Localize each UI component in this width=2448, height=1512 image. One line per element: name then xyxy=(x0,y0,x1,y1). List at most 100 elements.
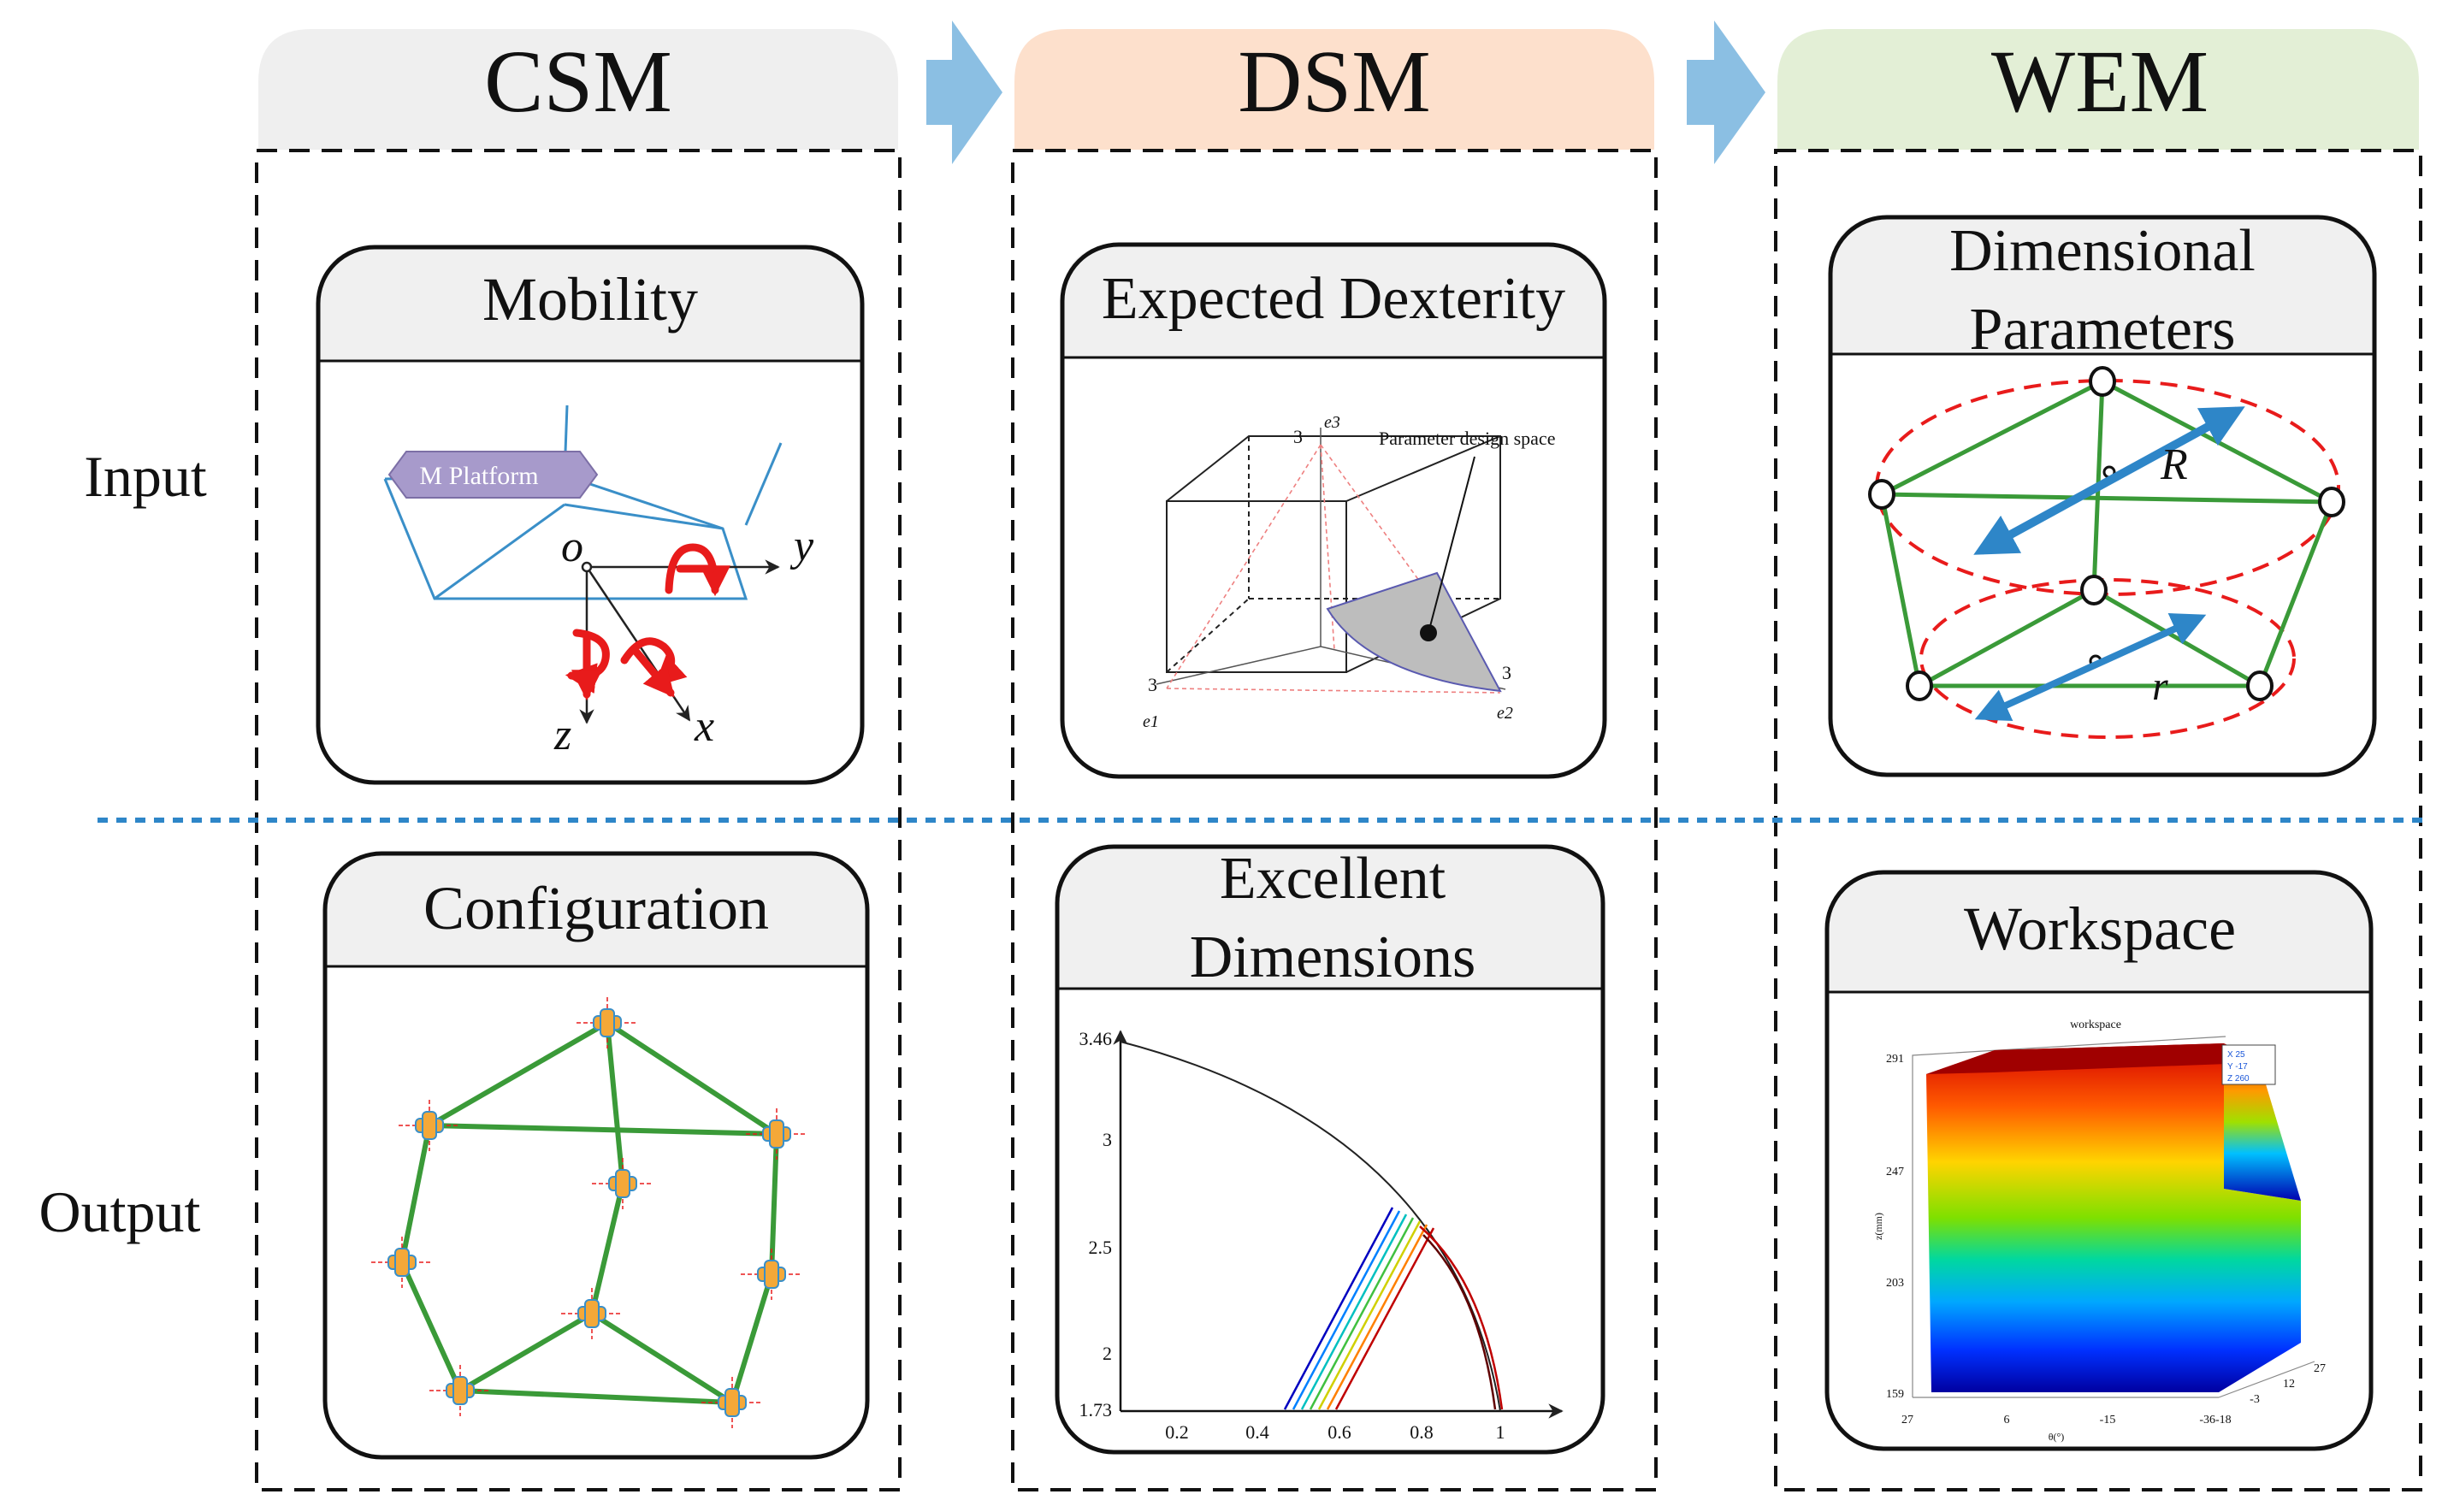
x-tick-neg3: -3 xyxy=(2250,1393,2260,1406)
m-platform-label: M Platform xyxy=(419,462,538,490)
rotation-arrows xyxy=(565,543,730,701)
card-border xyxy=(322,851,870,1460)
stage-header-dsm: DSM xyxy=(1014,29,1654,150)
y-tick-3-46: 3.46 xyxy=(1079,1028,1113,1049)
plot-title: workspace xyxy=(2070,1019,2121,1031)
stage-header-bg xyxy=(258,29,898,150)
label-R: R xyxy=(2160,440,2188,489)
card-expected-dexterity: Expected Dexterity Parameter design spac… xyxy=(1060,242,1607,779)
card-mobility: Mobility M Platform o y z x xyxy=(316,245,865,785)
stage-title-wem: WEM xyxy=(1991,32,2209,131)
x-tick-0-2: 0.2 xyxy=(1165,1421,1189,1443)
stage-header-bg xyxy=(1777,29,2419,150)
datatip-box xyxy=(2221,1044,2276,1085)
card-configuration: Configuration xyxy=(322,851,870,1460)
card-border xyxy=(1824,870,2374,1451)
parameter-design-space-region xyxy=(1326,571,1502,693)
axis-label-x: x xyxy=(694,702,714,751)
y-tick-3: 3 xyxy=(1103,1129,1112,1150)
stage-title-csm: CSM xyxy=(484,32,672,131)
flow-arrow-dsm-to-wem xyxy=(1687,21,1765,164)
radius-r-arrow xyxy=(1974,612,2207,722)
card-header xyxy=(1057,847,1603,989)
contour-bands xyxy=(1283,1207,1504,1410)
stage-header-bg xyxy=(1014,29,1654,150)
stage-title-dsm: DSM xyxy=(1238,32,1430,131)
card-title: Expected Dexterity xyxy=(1102,266,1565,332)
lower-circle xyxy=(1919,578,2296,739)
x-tick-1: 1 xyxy=(1496,1421,1505,1443)
x-axis-label: θ(°) xyxy=(2049,1431,2065,1443)
annotation-parameter-design-space: Parameter design space xyxy=(1379,428,1555,449)
workspace-volume-top xyxy=(1926,1043,2227,1074)
y-tick-1-73: 1.73 xyxy=(1079,1399,1113,1420)
coordinate-axes xyxy=(579,559,780,724)
tick-e1: 3 xyxy=(1148,674,1157,695)
column-frame-dsm xyxy=(1011,149,1658,1491)
stage-header-wem: WEM xyxy=(1777,29,2419,150)
boundary-curve xyxy=(1120,1041,1501,1412)
card-title-line1: Excellent xyxy=(1220,846,1446,912)
workspace-plot-axes xyxy=(1912,1036,2315,1398)
card-title-line2: Dimensions xyxy=(1190,924,1475,990)
stage-header-csm: CSM xyxy=(258,29,898,150)
workspace-volume-front xyxy=(1926,1043,2301,1392)
configuration-joints xyxy=(371,997,807,1428)
x-tick-neg36-18: -36-18 xyxy=(2199,1414,2231,1426)
z-tick-159: 159 xyxy=(1886,1388,1904,1401)
tick-e3: 3 xyxy=(1293,426,1303,447)
card-dimensional-parameters: Dimensional Parameters R r xyxy=(1828,215,2377,777)
flow-arrow-csm-to-dsm xyxy=(926,21,1002,164)
x-tick-0-6: 0.6 xyxy=(1327,1421,1351,1443)
card-workspace: Workspace workspace X 25 Y -17 Z 260 291… xyxy=(1824,870,2374,1451)
x-tick-0-4: 0.4 xyxy=(1245,1421,1269,1443)
z-tick-203: 203 xyxy=(1886,1277,1904,1290)
configuration-links xyxy=(399,1019,779,1406)
row-label-output: Output xyxy=(39,1179,201,1244)
axis-label-y: y xyxy=(789,522,814,570)
datatip-z: Z 260 xyxy=(2227,1074,2250,1084)
x-tick-12: 12 xyxy=(2283,1378,2295,1391)
card-excellent-dimensions: Excellent Dimensions 3.46 3 2.5 2 1.73 0… xyxy=(1055,844,1605,1455)
x-tick-27b: 27 xyxy=(2314,1362,2326,1375)
card-border xyxy=(1828,215,2377,777)
upper-circle xyxy=(1875,379,2340,596)
tick-e2: 3 xyxy=(1502,662,1511,683)
card-header xyxy=(1830,217,2374,354)
card-header xyxy=(318,247,862,361)
z-axis-label: z(mm) xyxy=(1872,1213,1884,1240)
z-tick-247: 247 xyxy=(1886,1166,1904,1178)
axis-label-e2: e2 xyxy=(1497,704,1513,723)
x-tick-neg15: -15 xyxy=(2100,1414,2116,1426)
y-tick-2: 2 xyxy=(1103,1343,1112,1364)
m-platform-shape xyxy=(387,451,599,499)
x-tick-6: 6 xyxy=(2004,1414,2010,1426)
axis-label-o: o xyxy=(561,523,583,571)
annotation-leader xyxy=(1428,456,1475,634)
label-r: r xyxy=(2152,664,2168,709)
radius-R-arrow xyxy=(1973,406,2245,555)
card-border xyxy=(1055,844,1605,1455)
card-title-line1: Dimensional xyxy=(1949,218,2256,284)
card-title: Configuration xyxy=(423,874,769,942)
x-tick-0-8: 0.8 xyxy=(1410,1421,1434,1443)
wem-green-links xyxy=(1879,379,2334,688)
card-header xyxy=(1062,245,1605,357)
z-tick-291: 291 xyxy=(1886,1053,1904,1066)
card-title-line2: Parameters xyxy=(1970,297,2236,363)
origin-point xyxy=(581,561,593,573)
y-tick-2-5: 2.5 xyxy=(1089,1237,1113,1258)
row-label-input: Input xyxy=(84,444,207,509)
card-header xyxy=(325,853,867,966)
card-header xyxy=(1827,872,2371,992)
axis-label-e1: e1 xyxy=(1143,712,1159,731)
axis-label-z: z xyxy=(553,711,571,759)
axis-label-e3: e3 xyxy=(1324,413,1340,432)
datatip-x: X 25 xyxy=(2227,1050,2245,1060)
datatip-y: Y -17 xyxy=(2227,1062,2248,1072)
card-title: Mobility xyxy=(482,265,698,334)
card-border xyxy=(1060,242,1607,779)
x-tick-27a: 27 xyxy=(1901,1414,1913,1426)
card-title: Workspace xyxy=(1964,895,2236,963)
